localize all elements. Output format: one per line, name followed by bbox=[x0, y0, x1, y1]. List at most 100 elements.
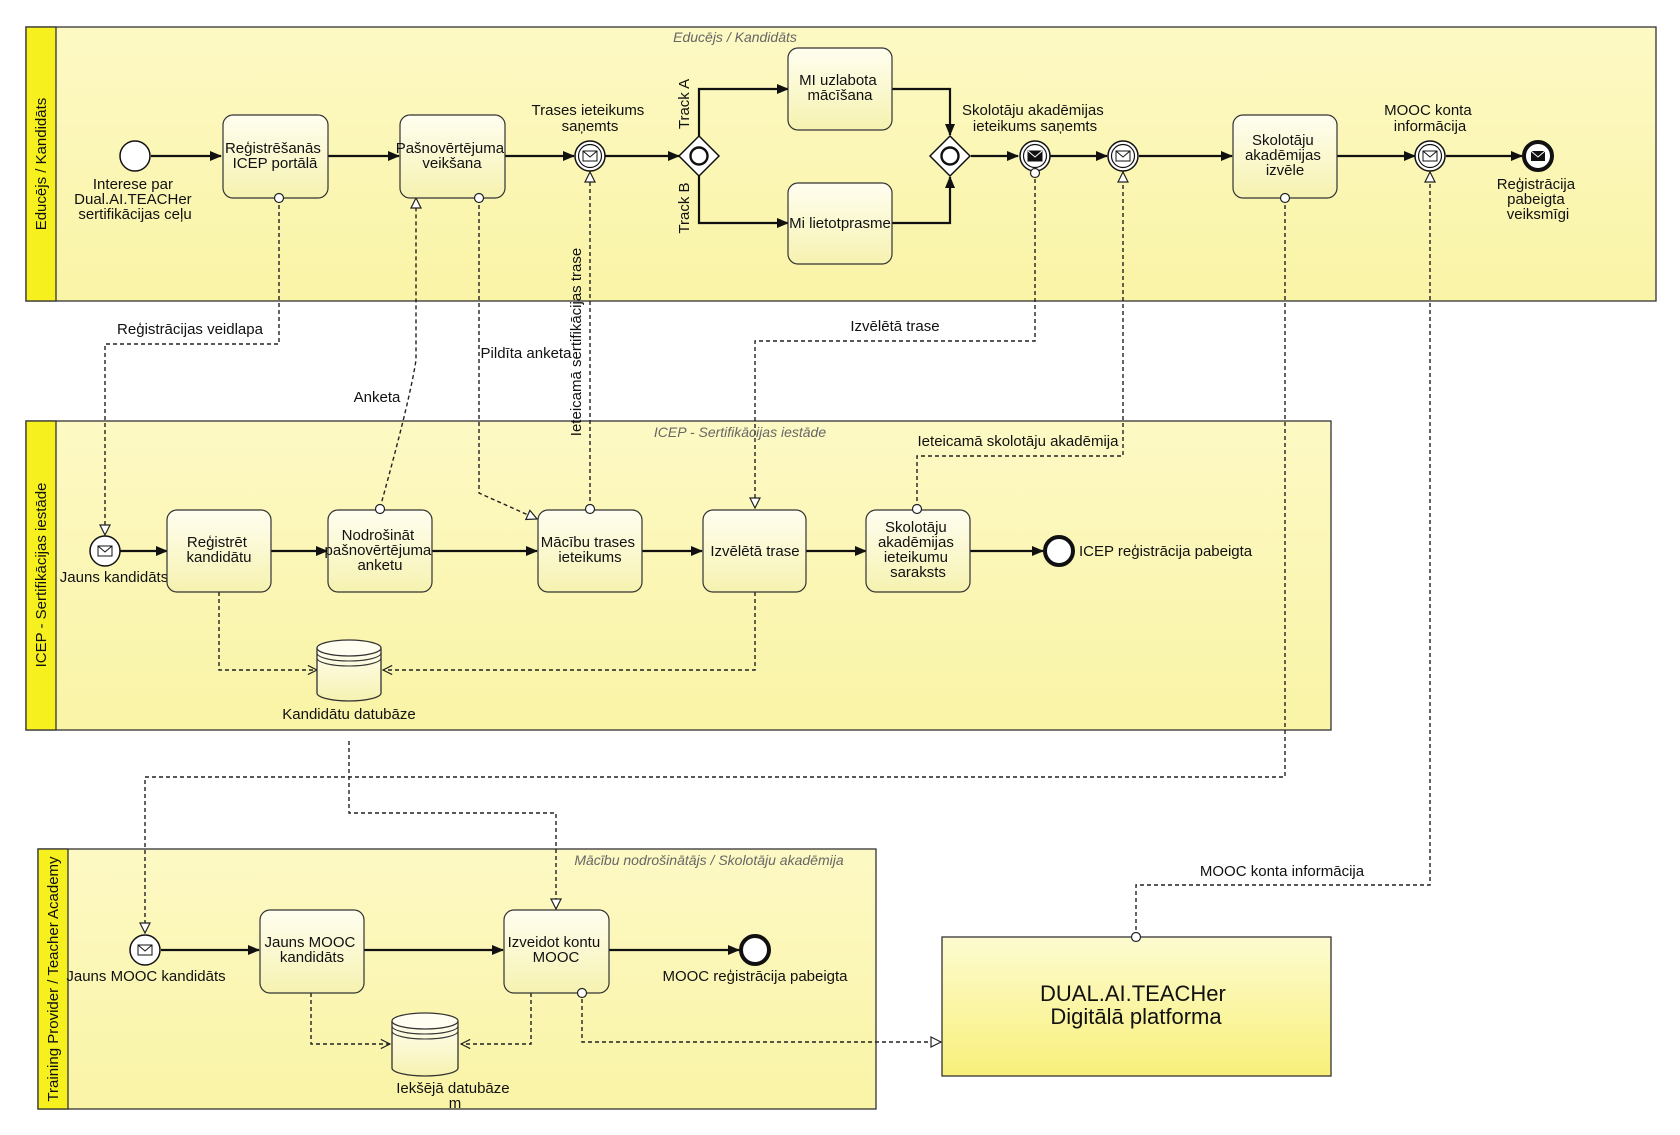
task-provide-label: Nodrošināt pašnovērtējuma anketu bbox=[325, 527, 436, 574]
pool-educejs-caption: Educējs / Kandidāts bbox=[673, 29, 797, 45]
gateway-join-diamond[interactable] bbox=[928, 134, 972, 178]
educejs-start-event[interactable] bbox=[119, 140, 151, 172]
task-ai-literacy[interactable]: Mi lietotprasme bbox=[787, 182, 893, 265]
task-academy-list[interactable]: Skolotāju akadēmijas ieteikumu saraksts bbox=[865, 509, 971, 593]
envelope-icon bbox=[1115, 150, 1131, 162]
training-start-event[interactable] bbox=[129, 934, 161, 966]
icep-end-label: ICEP reģistrācija pabeigta bbox=[1079, 543, 1253, 560]
inclusive-gateway-icon bbox=[940, 146, 960, 166]
candidate-database[interactable] bbox=[316, 639, 382, 702]
task-self-assessment-box[interactable] bbox=[399, 114, 506, 199]
platform-box[interactable] bbox=[941, 936, 1332, 1077]
internal-database[interactable] bbox=[391, 1012, 459, 1077]
task-ai-teaching-label: MI uzlabota mācīšana bbox=[799, 72, 881, 104]
task-register-candidate[interactable]: Reģistrēt kandidātu bbox=[166, 509, 272, 593]
pool-educejs-band bbox=[25, 26, 57, 302]
database-icon[interactable] bbox=[316, 648, 382, 702]
pool-training-label: Training Provider / Teacher Academy bbox=[45, 856, 62, 1102]
assoc-create-to-internal-db bbox=[461, 993, 532, 1044]
message-event-inner bbox=[1022, 143, 1048, 169]
event-academy-received[interactable] bbox=[1019, 140, 1051, 172]
label-recommended-academy: Ieteicamā skolotāju akadēmija bbox=[918, 433, 1120, 450]
envelope-filled-icon bbox=[1027, 150, 1043, 162]
pool-icep-caption: ICEP - Sertifikācijas iestāde bbox=[654, 424, 826, 440]
mooc-info-label: MOOC konta informācija bbox=[1384, 102, 1476, 135]
pool-icep-band bbox=[25, 420, 57, 731]
task-registration-icep[interactable]: Reģistrēšanās ICEP portālā bbox=[222, 114, 329, 204]
label-registration-form: Reģistrācijas veidlapa bbox=[117, 321, 264, 338]
seq-track-a bbox=[697, 84, 789, 136]
task-track-recommendation[interactable]: Mācību trases ieteikums bbox=[537, 509, 643, 593]
envelope-icon bbox=[137, 944, 153, 956]
educejs-end-event[interactable] bbox=[1522, 140, 1554, 172]
icep-end-event[interactable] bbox=[1043, 535, 1075, 567]
icep-start-event[interactable] bbox=[89, 535, 121, 567]
candidate-database-label: Kandidātu datubāze bbox=[282, 706, 415, 723]
internal-database-label: Iekšējā datubāze m bbox=[396, 1080, 514, 1112]
label-recommended-track: Ieteicamā sertifikācijas trase bbox=[568, 248, 585, 436]
assoc-register-to-db bbox=[218, 592, 317, 670]
pool-educejs-label: Educējs / Kandidāts bbox=[33, 98, 50, 231]
database-ring bbox=[391, 1025, 459, 1040]
gateway-split[interactable] bbox=[677, 134, 721, 178]
task-ai-teaching-box[interactable] bbox=[787, 47, 893, 131]
label-chosen-track: Izvēlētā trase bbox=[850, 318, 939, 335]
task-registration-label: Reģistrēšanās ICEP portālā bbox=[225, 140, 325, 172]
task-create-label: Izveidot kontu MOOC bbox=[508, 934, 605, 966]
seq-ai-teaching-to-join bbox=[892, 87, 955, 136]
task-academy-choice-label: Skolotāju akadēmijas izvēle bbox=[1245, 132, 1325, 179]
label-mooc-info: MOOC konta informācija bbox=[1200, 863, 1365, 880]
task-self-assessment[interactable]: Pašnovērtējuma veikšana bbox=[396, 114, 509, 199]
gateway-join[interactable] bbox=[928, 134, 972, 178]
task-chosen-track[interactable]: Izvēlētā trase bbox=[702, 509, 807, 593]
end-event-circle[interactable] bbox=[739, 934, 771, 966]
task-new-mooc-candidate[interactable]: Jauns MOOC kandidāts bbox=[259, 909, 365, 994]
msg-db-to-create-account bbox=[348, 741, 556, 909]
port-circle bbox=[576, 987, 588, 999]
training-end-label: MOOC reģistrācija pabeigta bbox=[662, 968, 848, 985]
task-register-candidate-box[interactable] bbox=[166, 509, 272, 593]
task-ai-literacy-box[interactable] bbox=[787, 182, 893, 265]
task-academy-choice[interactable]: Skolotāju akadēmijas izvēle bbox=[1232, 114, 1338, 199]
event-track-received[interactable] bbox=[574, 140, 606, 172]
gateway-split-diamond[interactable] bbox=[677, 134, 721, 178]
database-top bbox=[391, 1012, 459, 1030]
event-mooc-info[interactable] bbox=[1414, 140, 1446, 172]
task-chosen-label: Izvēlētā trase bbox=[710, 543, 799, 560]
educejs-start-label: Interese par Dual.AI.TEACHer sertifikāci… bbox=[74, 176, 196, 223]
pool-icep-label: ICEP - Sertifikācijas iestāde bbox=[33, 483, 50, 668]
task-create-mooc-account[interactable]: Izveidot kontu MOOC bbox=[503, 909, 610, 994]
platform-title: DUAL.AI.TEACHer Digitālā platforma bbox=[1040, 981, 1232, 1029]
task-recommend-label: Mācību trases ieteikums bbox=[541, 534, 639, 566]
event-academy-catch[interactable] bbox=[1107, 140, 1139, 172]
label-filled-questionnaire: Pildīta anketa bbox=[481, 345, 573, 362]
task-new-mooc-label: Jauns MOOC kandidāts bbox=[264, 934, 359, 966]
database-icon[interactable] bbox=[391, 1021, 459, 1077]
task-new-mooc-box[interactable] bbox=[259, 909, 365, 994]
track-a-label: Track A bbox=[676, 79, 693, 129]
port-circle bbox=[1029, 167, 1041, 179]
task-create-box[interactable] bbox=[503, 909, 610, 994]
database-ring bbox=[316, 652, 382, 667]
start-event-circle[interactable] bbox=[119, 140, 151, 172]
end-event-circle[interactable] bbox=[1043, 535, 1075, 567]
envelope-icon bbox=[1422, 150, 1438, 162]
task-self-assessment-label: Pašnovērtējuma veikšana bbox=[396, 140, 509, 172]
task-chosen-box[interactable] bbox=[702, 509, 807, 593]
platform-node[interactable]: DUAL.AI.TEACHer Digitālā platforma bbox=[941, 936, 1332, 1077]
task-ai-enhanced-teaching[interactable]: MI uzlabota mācīšana bbox=[787, 47, 893, 131]
task-provide-questionnaire[interactable]: Nodrošināt pašnovērtējuma anketu bbox=[325, 509, 436, 593]
port-circle bbox=[911, 503, 923, 515]
academy-received-label: Skolotāju akadēmijas ieteikums saņemts bbox=[962, 102, 1108, 135]
label-questionnaire: Anketa bbox=[354, 389, 401, 406]
task-register-candidate-label: Reģistrēt kandidātu bbox=[186, 534, 251, 566]
icep-start-label: Jauns kandidāts bbox=[60, 569, 168, 586]
training-end-event[interactable] bbox=[739, 934, 771, 966]
envelope-icon bbox=[582, 150, 598, 162]
port-circle bbox=[1130, 931, 1142, 943]
track-b-label: Track B bbox=[676, 182, 693, 233]
assoc-chosen-to-db bbox=[383, 592, 756, 670]
port-circle bbox=[374, 503, 386, 515]
message-event-inner bbox=[1110, 143, 1136, 169]
